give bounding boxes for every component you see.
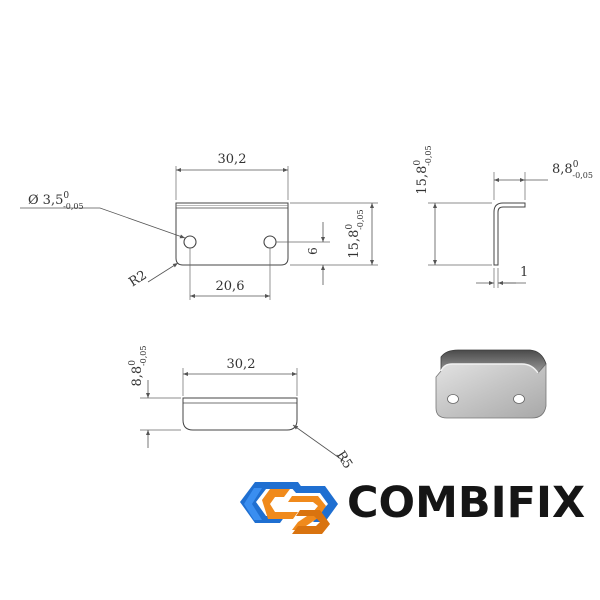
side-view: [428, 172, 548, 288]
side-flange-label-group: 8,80-0,05: [552, 160, 593, 180]
side-height-label-group: 15,80-0,05: [413, 145, 433, 194]
hole-diameter-label-group: Ø 3,50-0,05: [28, 191, 84, 211]
corner-radius-label: R2: [126, 268, 149, 290]
dim-corner-radius-leader: [147, 262, 179, 283]
svg-text:15,80-0,05: 15,80-0,05: [413, 145, 433, 194]
hole-height-label-group: 6: [306, 247, 320, 255]
front-width-label: 30,2: [218, 152, 247, 167]
front-height-tol-upper: 0: [345, 224, 355, 230]
render-hole-right: [513, 394, 525, 404]
render-hole-left: [447, 394, 459, 404]
combifix-wordmark: COMBIFIX: [347, 478, 586, 528]
top-width-label: 30,2: [227, 357, 256, 372]
hole-spacing-label: 20,6: [216, 279, 245, 294]
hole-diameter-label: 3,5: [43, 193, 64, 208]
front-hole-left: [183, 235, 197, 249]
side-height-tol-upper: 0: [413, 160, 423, 166]
top-profile-outline: [182, 397, 298, 431]
logo-orange-chain: [262, 489, 298, 519]
side-height-label: 15,8: [415, 166, 430, 195]
dim-bend-radius-leader: [292, 424, 346, 463]
front-height-label: 15,8: [347, 230, 362, 259]
top-view-labels: 30,2 8,80-0,05 R5: [128, 346, 355, 472]
diameter-symbol: Ø: [28, 193, 39, 208]
front-hole-right: [263, 235, 277, 249]
render-front-face: [435, 362, 547, 419]
side-flange-tol-upper: 0: [573, 160, 579, 170]
svg-text:8,80-0,05: 8,80-0,05: [128, 346, 148, 387]
bracket-3d-render: [435, 349, 547, 419]
corner-radius-label-group: R2: [126, 268, 149, 290]
front-height-label-group: 15,80-0,05: [345, 209, 365, 258]
bend-radius-label-group: R5: [333, 448, 355, 471]
hole-height-label: 6: [306, 247, 320, 255]
combifix-logo-mark: [240, 482, 338, 534]
top-depth-tol-upper: 0: [128, 360, 138, 366]
side-thickness-label: 1: [520, 265, 528, 280]
hole-diameter-tol-upper: 0: [63, 191, 69, 201]
side-height-tol-lower: -0,05: [424, 145, 433, 166]
logo-orange-chain-2: [288, 496, 326, 530]
bend-radius-label: R5: [333, 448, 355, 471]
dim-hole-diameter-leader: [20, 207, 186, 239]
logo-blue-chain-2: [290, 486, 338, 522]
front-height-tol-lower: -0,05: [356, 209, 365, 230]
front-plate-outline: [175, 202, 289, 266]
side-flange-tol-lower: -0,05: [572, 171, 593, 180]
top-depth-tol-lower: -0,05: [139, 346, 148, 367]
side-view-labels: 15,80-0,05 8,80-0,05 1: [413, 145, 593, 280]
side-l-profile: [493, 202, 526, 266]
top-depth-label-group: 8,80-0,05: [128, 346, 148, 387]
svg-text:15,80-0,05: 15,80-0,05: [345, 209, 365, 258]
hole-diameter-tol-lower: -0,05: [63, 202, 84, 211]
top-depth-label: 8,8: [130, 366, 145, 387]
front-view: [20, 166, 378, 300]
top-view: [140, 368, 346, 463]
side-flange-label: 8,8: [552, 162, 573, 177]
